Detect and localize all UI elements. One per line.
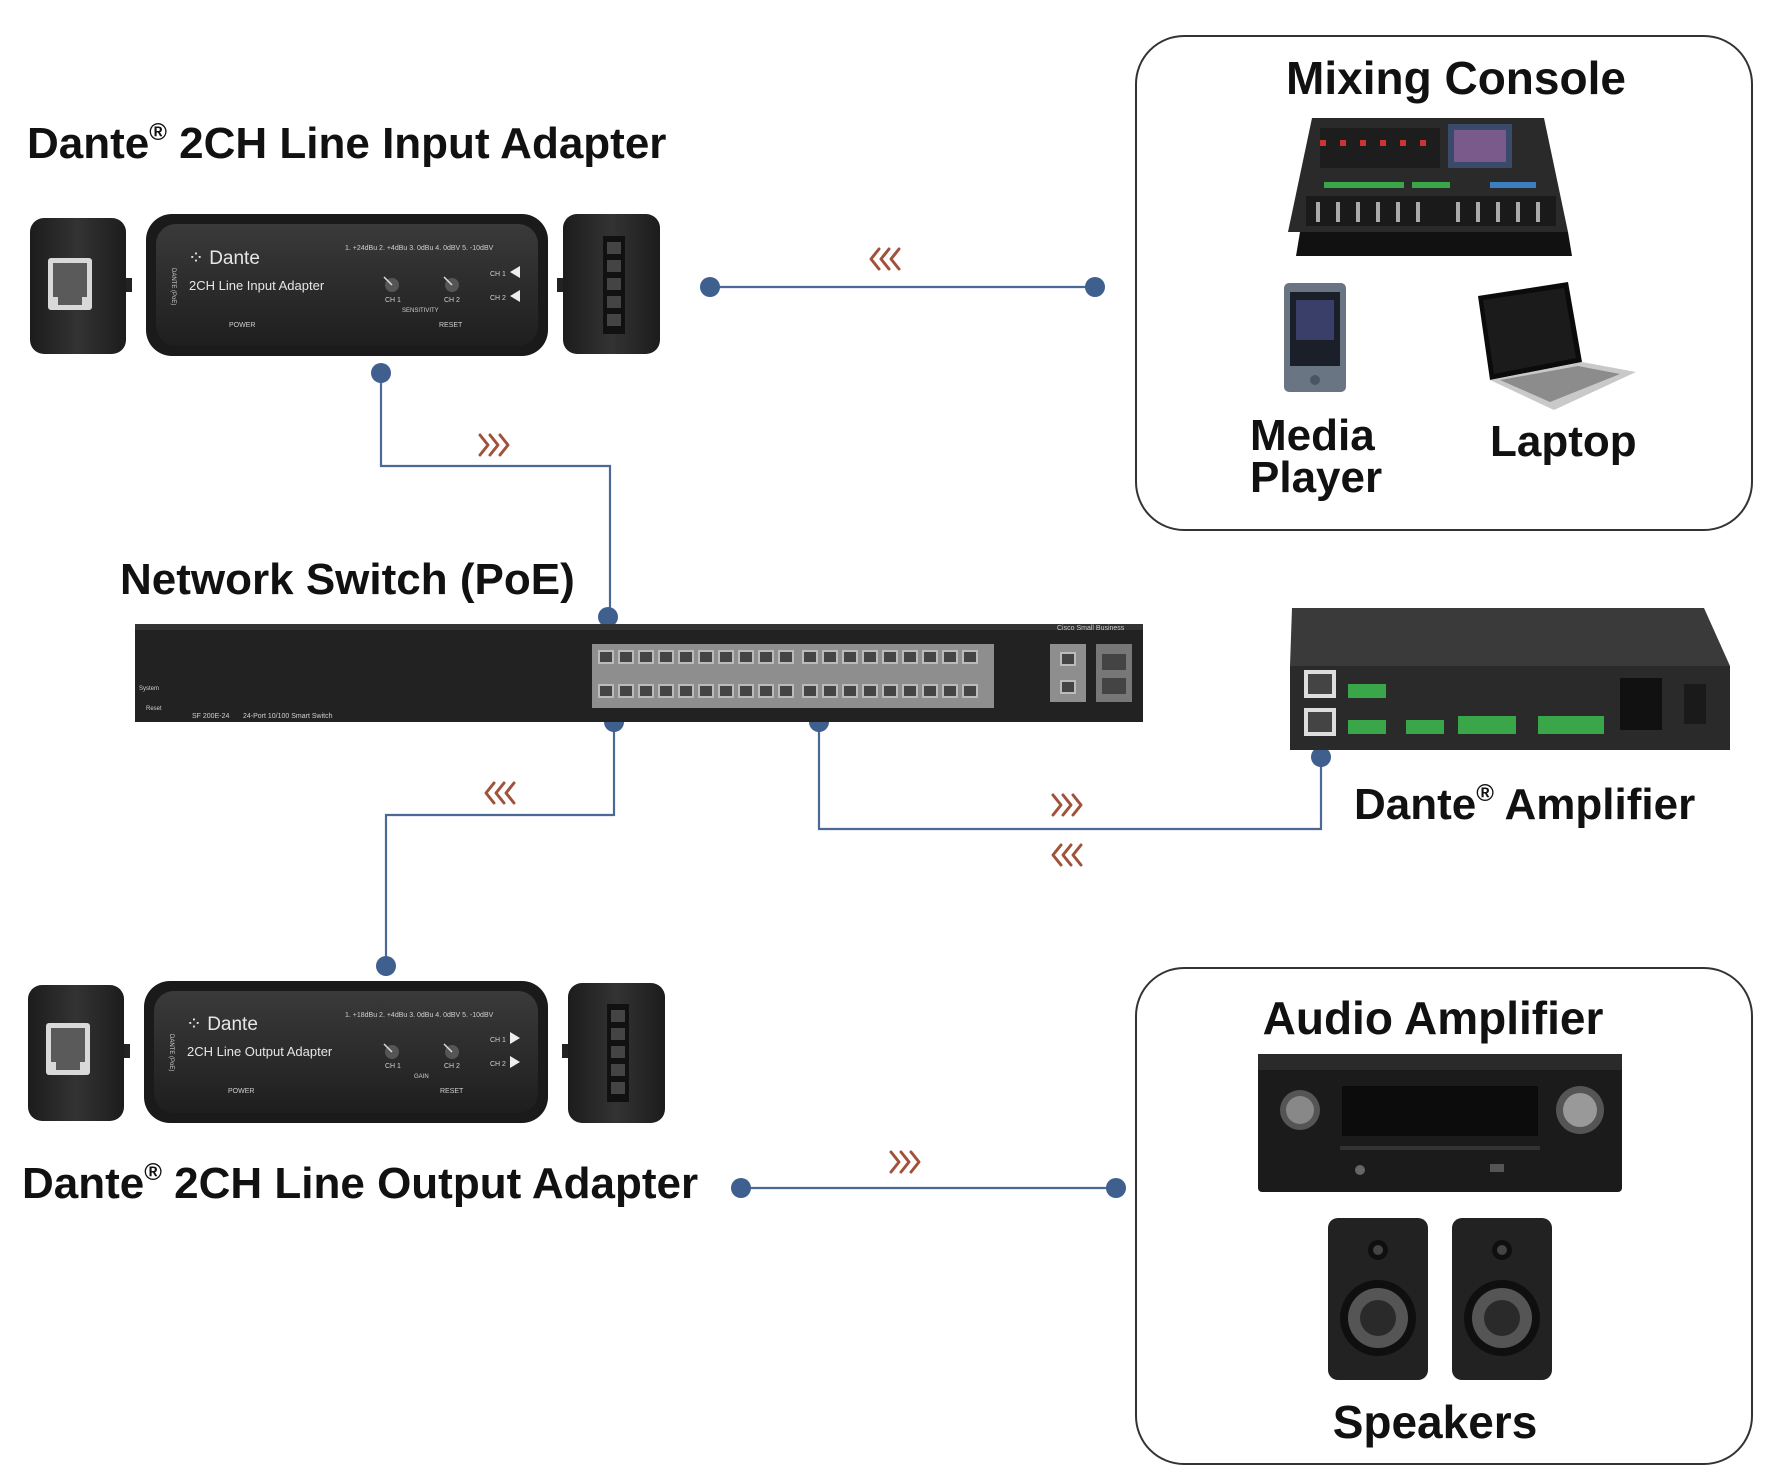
- speakers-image: [1328, 1218, 1552, 1380]
- connector-dot: [376, 956, 396, 976]
- wire-switch-to-amplifier: [817, 722, 1323, 831]
- switch-port-bank: [592, 644, 994, 708]
- ethernet-port-icon: [46, 1023, 90, 1075]
- side-label: DANTE (PoE): [168, 1034, 174, 1071]
- reset-label: RESET: [440, 1088, 464, 1095]
- reset-label: RESET: [439, 322, 463, 329]
- gain-label: GAIN: [414, 1074, 429, 1080]
- mixing-console-image: [1288, 118, 1572, 256]
- ethernet-port-icon: [48, 258, 92, 310]
- dante-amplifier-device: [1290, 608, 1730, 750]
- system-label: System: [139, 686, 159, 692]
- switch-model: SF 200E-24: [192, 713, 229, 720]
- connector-dot: [700, 277, 720, 297]
- switch-brand: Cisco Small Business: [1057, 625, 1125, 632]
- triple-chevron-right-icon: [478, 433, 510, 457]
- mixing-console-label: Mixing Console: [1286, 52, 1626, 104]
- triple-chevron-left-icon: [869, 247, 901, 271]
- wire-input-to-switch: [379, 373, 612, 617]
- power-label: POWER: [229, 322, 255, 329]
- sensitivity-label: SENSITIVITY: [402, 308, 439, 314]
- ch1-label: CH 1: [385, 1063, 401, 1070]
- triple-chevron-left-icon: [484, 781, 516, 805]
- ch1-indicator-label: CH 1: [490, 1037, 506, 1044]
- switch-title: Network Switch (PoE): [120, 555, 575, 604]
- device-name: 2CH Line Output Adapter: [187, 1044, 333, 1059]
- laptop-label: Laptop: [1490, 417, 1637, 466]
- ch2-label: CH 2: [444, 297, 460, 304]
- audio-amplifier-label: Audio Amplifier: [1263, 992, 1604, 1044]
- media-player-label: Media: [1250, 411, 1375, 460]
- output-adapter-device: ⁘ Dante 2CH Line Output Adapter 1. +18dB…: [28, 981, 665, 1123]
- dante-logo: ⁘ Dante: [188, 248, 260, 269]
- uplink-ports: [1050, 644, 1132, 702]
- triple-chevron-right-icon: [889, 1150, 921, 1174]
- connector-dot: [1085, 277, 1105, 297]
- dante-amplifier-title: Dante® Amplifier: [1354, 780, 1695, 829]
- level-legend: 1. +18dBu 2. +4dBu 3. 0dBu 4. 0dBV 5. -1…: [345, 1012, 494, 1019]
- source-devices-frame: [1135, 35, 1753, 531]
- input-adapter-device: ⁘ Dante 2CH Line Input Adapter 1. +24dBu…: [30, 214, 660, 356]
- triangle-right-icon: [510, 1056, 520, 1068]
- ch2-knob: [443, 276, 459, 292]
- power-label: POWER: [228, 1088, 254, 1095]
- reset-label: Reset: [146, 706, 162, 712]
- triple-chevron-left-icon: [1051, 843, 1083, 867]
- ch1-indicator-label: CH 1: [490, 271, 506, 278]
- device-name: 2CH Line Input Adapter: [189, 278, 325, 293]
- ch2-indicator-label: CH 2: [490, 1061, 506, 1068]
- network-switch-device: System Reset SF 200E-24 24-Port 10/100 S…: [135, 624, 1143, 722]
- connector-dot: [1106, 1178, 1126, 1198]
- connector-dot: [371, 363, 391, 383]
- connector-dot: [731, 1178, 751, 1198]
- laptop-image: [1478, 282, 1636, 410]
- ch2-knob: [443, 1043, 459, 1059]
- connector-dot: [1311, 747, 1331, 767]
- audio-amplifier-image: [1258, 1054, 1622, 1192]
- ch2-label: CH 2: [444, 1063, 460, 1070]
- dante-logo: ⁘ Dante: [186, 1014, 258, 1035]
- triangle-left-icon: [510, 290, 520, 302]
- switch-description: 24-Port 10/100 Smart Switch: [243, 713, 333, 720]
- connection-wires: [379, 285, 1323, 1190]
- speakers-label: Speakers: [1333, 1396, 1538, 1448]
- triangle-right-icon: [510, 1032, 520, 1044]
- triangle-left-icon: [510, 266, 520, 278]
- ch2-indicator-label: CH 2: [490, 295, 506, 302]
- input-adapter-title: Dante® 2CH Line Input Adapter: [27, 119, 666, 168]
- output-adapter-title: Dante® 2CH Line Output Adapter: [22, 1159, 698, 1208]
- side-label: DANTE (PoE): [170, 268, 176, 305]
- ch1-label: CH 1: [385, 297, 401, 304]
- ch1-knob: [383, 1043, 399, 1059]
- wire-switch-to-output: [384, 722, 616, 966]
- media-player-label-line2: Player: [1250, 453, 1382, 502]
- level-legend: 1. +24dBu 2. +4dBu 3. 0dBu 4. 0dBV 5. -1…: [345, 245, 494, 252]
- ch1-knob: [383, 276, 399, 292]
- media-player-image: [1284, 283, 1346, 392]
- connector-dot: [598, 607, 618, 627]
- triple-chevron-right-icon: [1051, 793, 1083, 817]
- playback-devices-frame: [1135, 967, 1753, 1465]
